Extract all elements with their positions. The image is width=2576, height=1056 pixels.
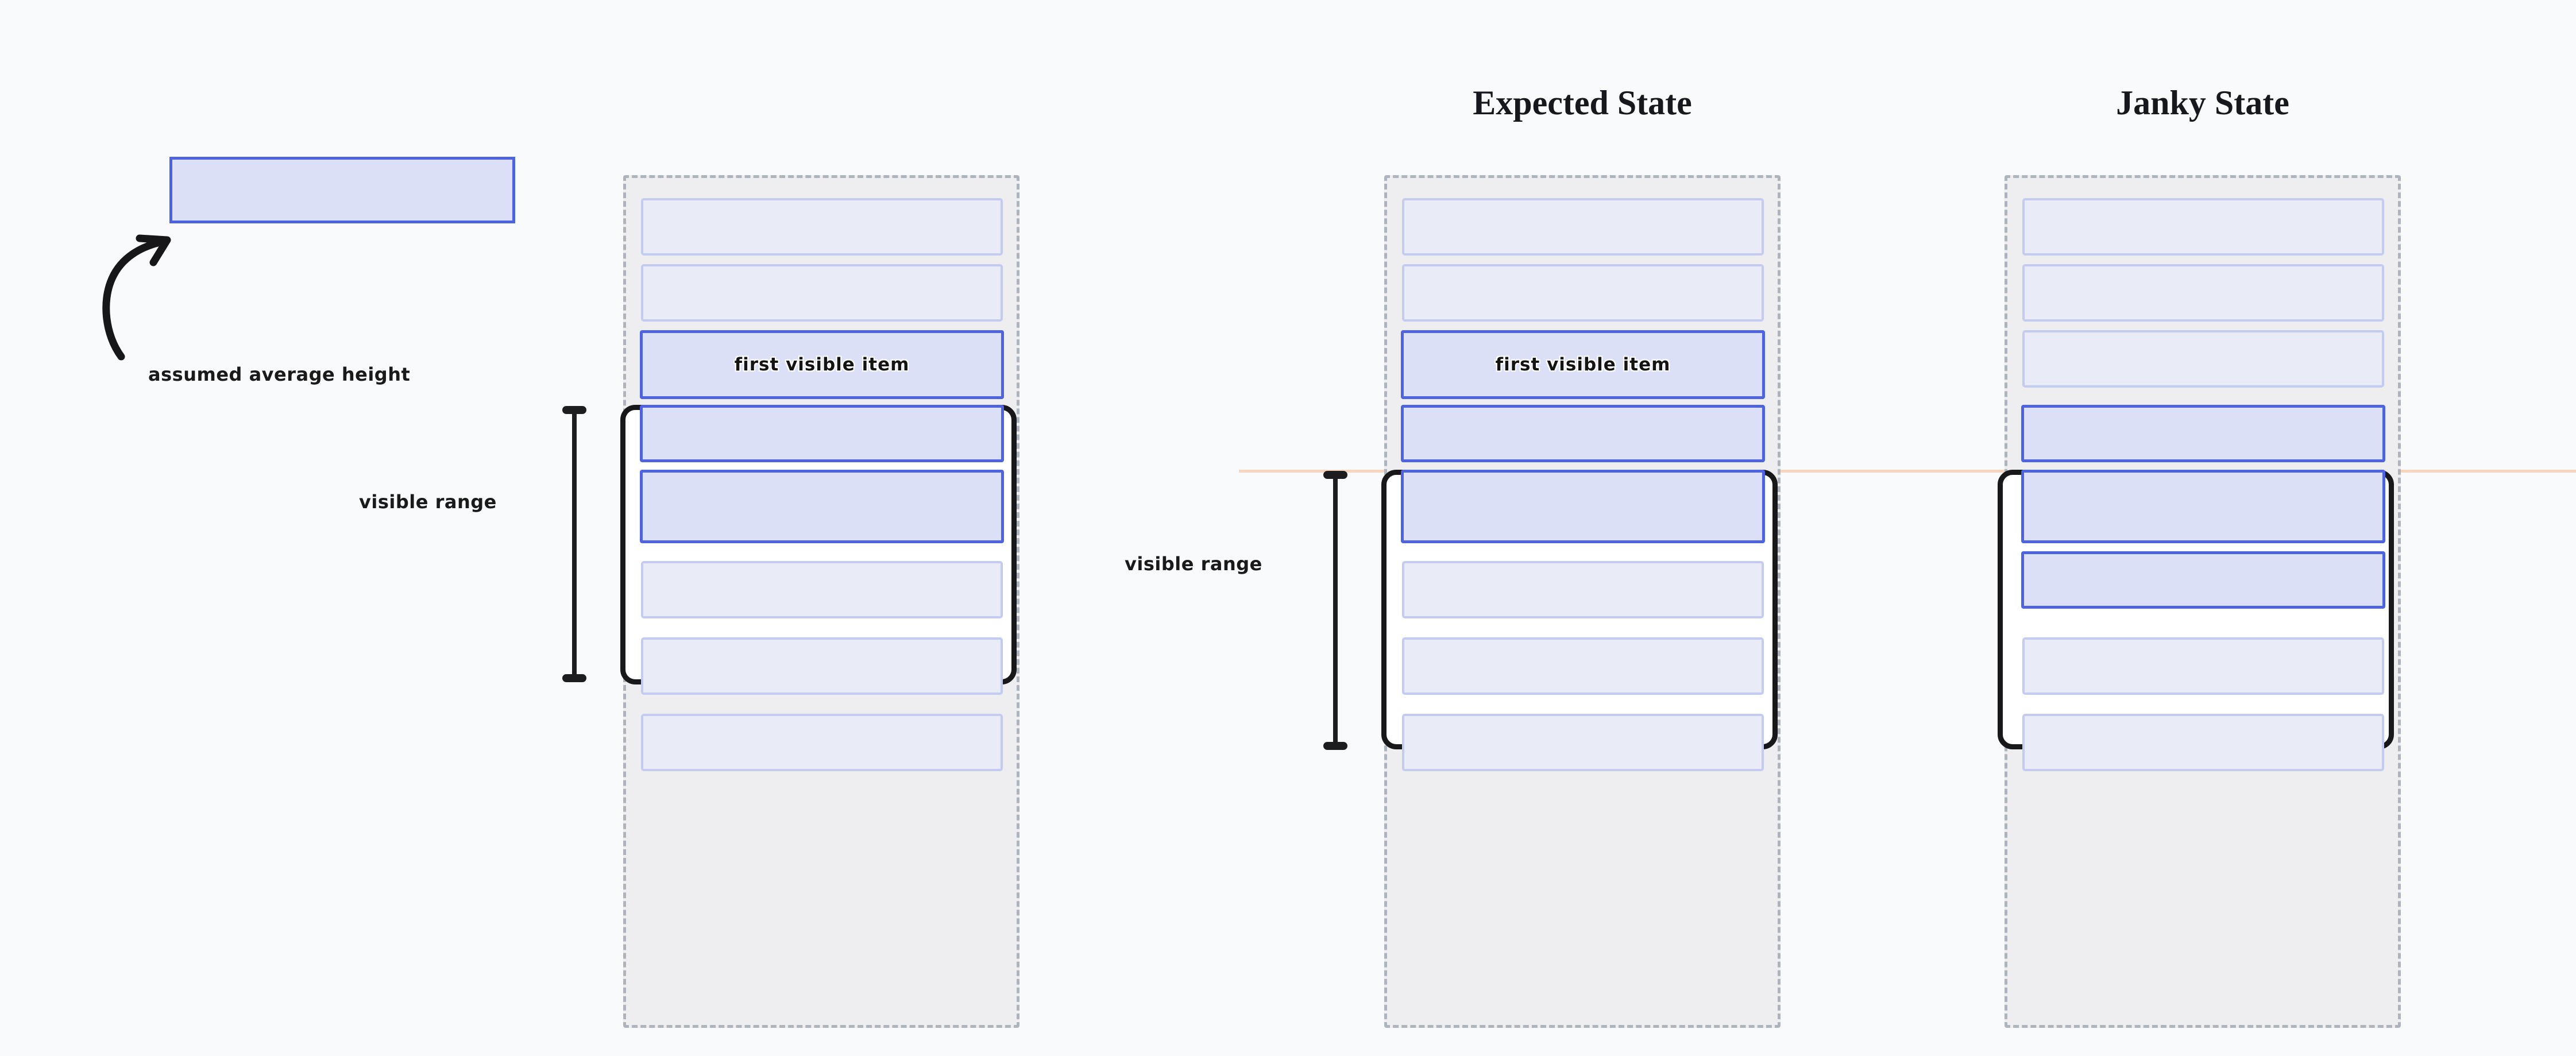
- expected-state-items: first visible item: [1384, 175, 1781, 1028]
- list-item[interactable]: [1402, 198, 1764, 256]
- list-item[interactable]: [641, 198, 1003, 256]
- expected-state-title: Expected State: [1473, 84, 1692, 122]
- list-item[interactable]: [2021, 470, 2385, 543]
- assumed-average-height-label: assumed average height: [148, 363, 411, 385]
- list-item[interactable]: [641, 561, 1003, 618]
- list-item-first-visible[interactable]: first visible item: [640, 330, 1004, 399]
- curved-arrow-icon: [72, 221, 187, 361]
- list-item[interactable]: [640, 405, 1004, 462]
- expected-visible-range-label: visible range: [1125, 553, 1262, 575]
- list-item[interactable]: [2022, 264, 2384, 322]
- list-item[interactable]: [2021, 551, 2385, 609]
- list-item[interactable]: [2021, 405, 2385, 462]
- list-item[interactable]: [641, 264, 1003, 322]
- scroll-reference-line: [1239, 470, 2576, 473]
- list-item[interactable]: [2022, 330, 2384, 388]
- list-item[interactable]: [1401, 470, 1765, 543]
- list-item-label: first visible item: [734, 354, 910, 375]
- left-visible-range-label: visible range: [359, 491, 497, 513]
- list-item-label: first visible item: [1495, 354, 1671, 375]
- left-visible-range-ibeam: [560, 405, 589, 683]
- janky-state-title: Janky State: [2116, 84, 2289, 122]
- list-item[interactable]: [1401, 405, 1765, 462]
- list-item[interactable]: [1402, 637, 1764, 695]
- list-item[interactable]: [1402, 561, 1764, 618]
- reference-list-items: first visible item: [623, 175, 1019, 1028]
- list-item[interactable]: [1402, 714, 1764, 771]
- expected-visible-range-ibeam: [1321, 470, 1350, 751]
- list-item[interactable]: [641, 637, 1003, 695]
- list-item[interactable]: [2022, 637, 2384, 695]
- list-item[interactable]: [2022, 714, 2384, 771]
- list-item-first-visible[interactable]: first visible item: [1401, 330, 1765, 399]
- janky-state-items: [2005, 175, 2401, 1028]
- list-item[interactable]: [1402, 264, 1764, 322]
- list-item[interactable]: [2022, 198, 2384, 256]
- assumed-average-height-swatch: [169, 157, 515, 223]
- list-item[interactable]: [640, 470, 1004, 543]
- list-item[interactable]: [641, 714, 1003, 771]
